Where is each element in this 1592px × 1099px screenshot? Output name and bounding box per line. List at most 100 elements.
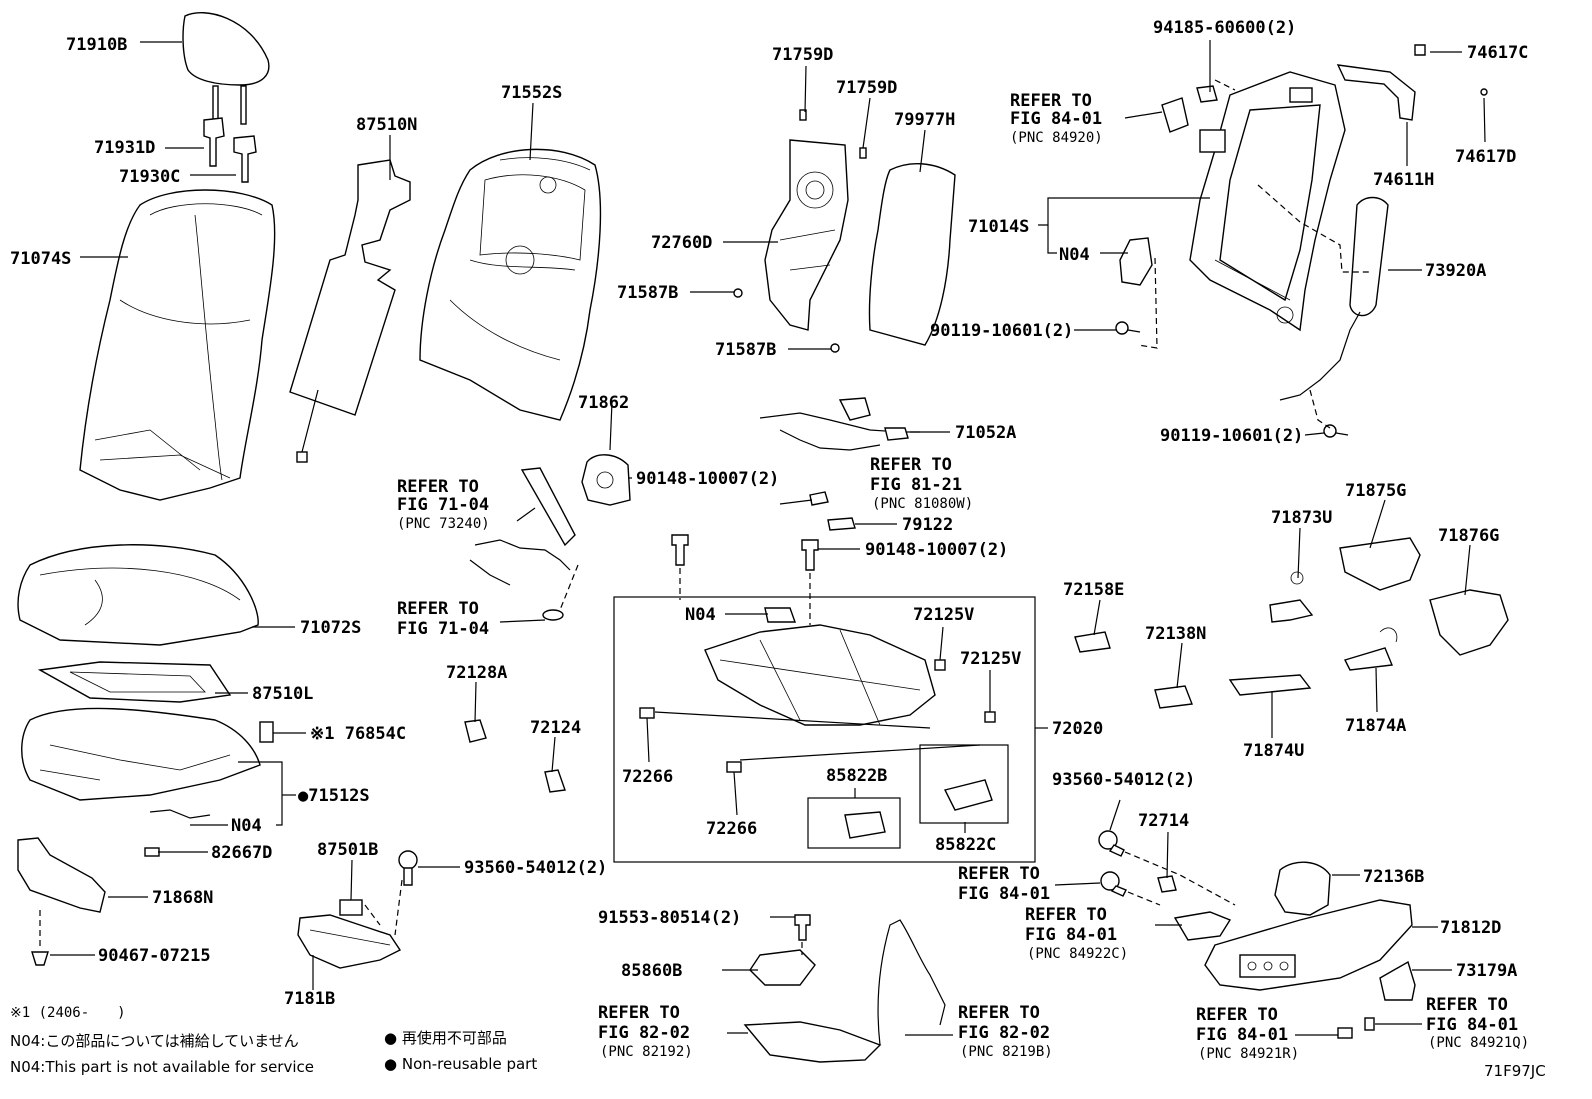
svg-text:REFER TO: REFER TO	[598, 1003, 680, 1023]
back-pad-drawing	[868, 162, 956, 346]
cushion-cover-drawing	[17, 544, 259, 646]
side-airbag-drawing	[1279, 196, 1389, 401]
cover-71875G-drawing	[1339, 537, 1421, 591]
footnotes: ※1 (2406- ) N04:この部品については補給していません N04:Th…	[10, 1005, 1546, 1080]
bolt-90148-drawings	[671, 491, 856, 625]
label-71074S: 71074S	[10, 249, 71, 269]
label-85822B: 85822B	[826, 766, 887, 786]
label-71587B-a: 71587B	[617, 283, 678, 303]
heater-pad-cushion-drawing	[37, 661, 232, 703]
bolt-93560-right-drawing	[1098, 830, 1236, 906]
cover-71862-drawing	[581, 454, 631, 506]
label-71910B: 71910B	[66, 35, 127, 55]
label-72714: 72714	[1138, 811, 1189, 831]
harness-82667D-drawing	[144, 809, 211, 857]
trim-71868N-drawing	[17, 837, 106, 966]
svg-text:REFER TO: REFER TO	[1010, 91, 1092, 111]
clip-72128A-drawing	[464, 719, 487, 743]
label-71874A: 71874A	[1345, 716, 1406, 736]
svg-text:FIG 71-04: FIG 71-04	[397, 619, 489, 639]
leader-lines	[50, 40, 1486, 1036]
cover-72158E-drawing	[1074, 631, 1111, 653]
label-71552S: 71552S	[501, 83, 562, 103]
seatback-frame-drawing	[1161, 71, 1346, 332]
label-N04-cushion: N04	[231, 816, 262, 836]
note-date-range: ※1 (2406- )	[10, 1005, 126, 1021]
svg-text:REFER TO: REFER TO	[1426, 995, 1508, 1015]
label-94185-60600: 94185-60600(2)	[1153, 18, 1296, 38]
svg-text:(PNC 84920): (PNC 84920)	[1010, 130, 1103, 146]
svg-text:(PNC 8219B): (PNC 8219B)	[960, 1044, 1053, 1060]
ref-fig-84-01-q: REFER TO FIG 84-01 (PNC 84921Q)	[1426, 995, 1529, 1051]
seatback-cover-drawing	[79, 189, 276, 501]
label-72125V-a: 72125V	[913, 605, 974, 625]
cover-71873U-drawing	[1269, 571, 1314, 623]
label-85860B: 85860B	[621, 961, 682, 981]
label-71930C: 71930C	[119, 167, 180, 187]
label-71931D: 71931D	[94, 138, 155, 158]
svg-text:FIG 82-02: FIG 82-02	[598, 1023, 690, 1043]
switch-84922C-drawing	[1173, 911, 1232, 941]
label-72158E: 72158E	[1063, 580, 1124, 600]
svg-text:(PNC 84922C): (PNC 84922C)	[1027, 946, 1128, 962]
svg-text:(PNC 82192): (PNC 82192)	[600, 1044, 693, 1060]
svg-text:REFER TO: REFER TO	[1196, 1005, 1278, 1025]
label-71873U: 71873U	[1271, 508, 1332, 528]
label-74617D: 74617D	[1455, 147, 1516, 167]
lower-harness-drawing	[743, 919, 946, 1063]
legend-non-reusable-jp: ● 再使用不可部品	[384, 1029, 507, 1047]
label-7181B: 7181B	[284, 989, 335, 1009]
svg-text:FIG 84-01: FIG 84-01	[1426, 1015, 1518, 1035]
svg-text:REFER TO: REFER TO	[397, 599, 479, 619]
label-91553-80514: 91553-80514(2)	[598, 908, 741, 928]
svg-text:FIG 71-04: FIG 71-04	[397, 495, 489, 515]
label-90119-10601-b: 90119-10601(2)	[1160, 426, 1303, 446]
trim-71874A-drawing	[1344, 627, 1398, 671]
svg-text:REFER TO: REFER TO	[1025, 905, 1107, 925]
svg-text:FIG 84-01: FIG 84-01	[1196, 1025, 1288, 1045]
legend-non-reusable-en: ● Non-reusable part	[384, 1055, 537, 1073]
label-74611H: 74611H	[1373, 170, 1434, 190]
label-71759D-b: 71759D	[836, 78, 897, 98]
label-72128A: 72128A	[446, 663, 507, 683]
label-85822C: 85822C	[935, 835, 996, 855]
side-cover-71812D-drawing	[1204, 899, 1413, 991]
wire-harness-drawing	[759, 397, 920, 451]
svg-text:FIG 82-02: FIG 82-02	[958, 1023, 1050, 1043]
ref-fig-84-01-top: REFER TO FIG 84-01 (PNC 84920)	[1010, 91, 1103, 146]
part-labels: 71910B 71931D 71930C 71074S 87510N 71552…	[10, 18, 1528, 1009]
clip-76854C-drawing	[259, 721, 274, 743]
label-71014S: 71014S	[968, 217, 1029, 237]
label-71868N: 71868N	[152, 888, 213, 908]
svg-text:REFER TO: REFER TO	[397, 477, 479, 497]
lumbar-plate-drawing	[733, 109, 867, 353]
label-93560-54012-a: 93560-54012(2)	[464, 858, 607, 878]
ref-fig-81-21: REFER TO FIG 81-21 (PNC 81080W)	[870, 455, 973, 512]
ref-fig-71-04-a: REFER TO FIG 71-04 (PNC 73240)	[397, 477, 490, 532]
label-90148-10007-b: 90148-10007(2)	[865, 540, 1008, 560]
label-71812D: 71812D	[1440, 918, 1501, 938]
switch-bracket-drawing	[749, 914, 816, 986]
trim-71874U-drawing	[1228, 674, 1312, 696]
seatback-pad-drawing	[419, 148, 602, 421]
cover-72136B-drawing	[1274, 861, 1331, 916]
label-71759D-a: 71759D	[772, 45, 833, 65]
svg-text:(PNC 84921R): (PNC 84921R)	[1198, 1046, 1299, 1062]
label-71512S: ●71512S	[298, 786, 370, 806]
cushion-pad-drawing	[21, 707, 261, 801]
recliner-motor-drawing	[1119, 237, 1153, 286]
heater-pad-back-drawing	[289, 159, 411, 463]
svg-text:FIG 84-01: FIG 84-01	[1010, 109, 1102, 129]
label-72020: 72020	[1052, 719, 1103, 739]
label-72136B: 72136B	[1363, 867, 1424, 887]
trim-73179A-drawing	[1379, 960, 1416, 1001]
svg-text:(PNC 84921Q): (PNC 84921Q)	[1428, 1035, 1529, 1051]
ref-fig-71-04-b: REFER TO FIG 71-04	[397, 599, 489, 639]
label-87510N: 87510N	[356, 115, 417, 135]
label-71587B-b: 71587B	[715, 340, 776, 360]
svg-text:REFER TO: REFER TO	[958, 1003, 1040, 1023]
label-93560-54012-b: 93560-54012(2)	[1052, 770, 1195, 790]
label-71052A: 71052A	[955, 423, 1016, 443]
label-72138N: 72138N	[1145, 624, 1206, 644]
label-72266-b: 72266	[706, 819, 757, 839]
